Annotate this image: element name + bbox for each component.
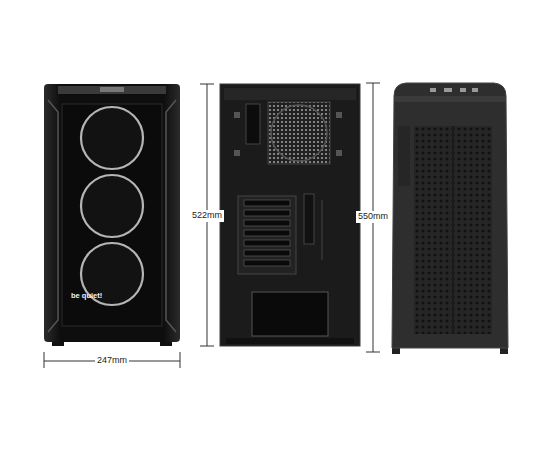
dimension-label: 247mm bbox=[95, 355, 129, 367]
dimension-label: 550mm bbox=[356, 211, 390, 223]
dimension-label: 522mm bbox=[190, 210, 224, 222]
side-view bbox=[392, 83, 508, 354]
brand-logo: be quiet! bbox=[71, 292, 102, 300]
width-dimension bbox=[44, 352, 180, 368]
front-view bbox=[44, 84, 180, 346]
rear-view bbox=[220, 84, 360, 346]
